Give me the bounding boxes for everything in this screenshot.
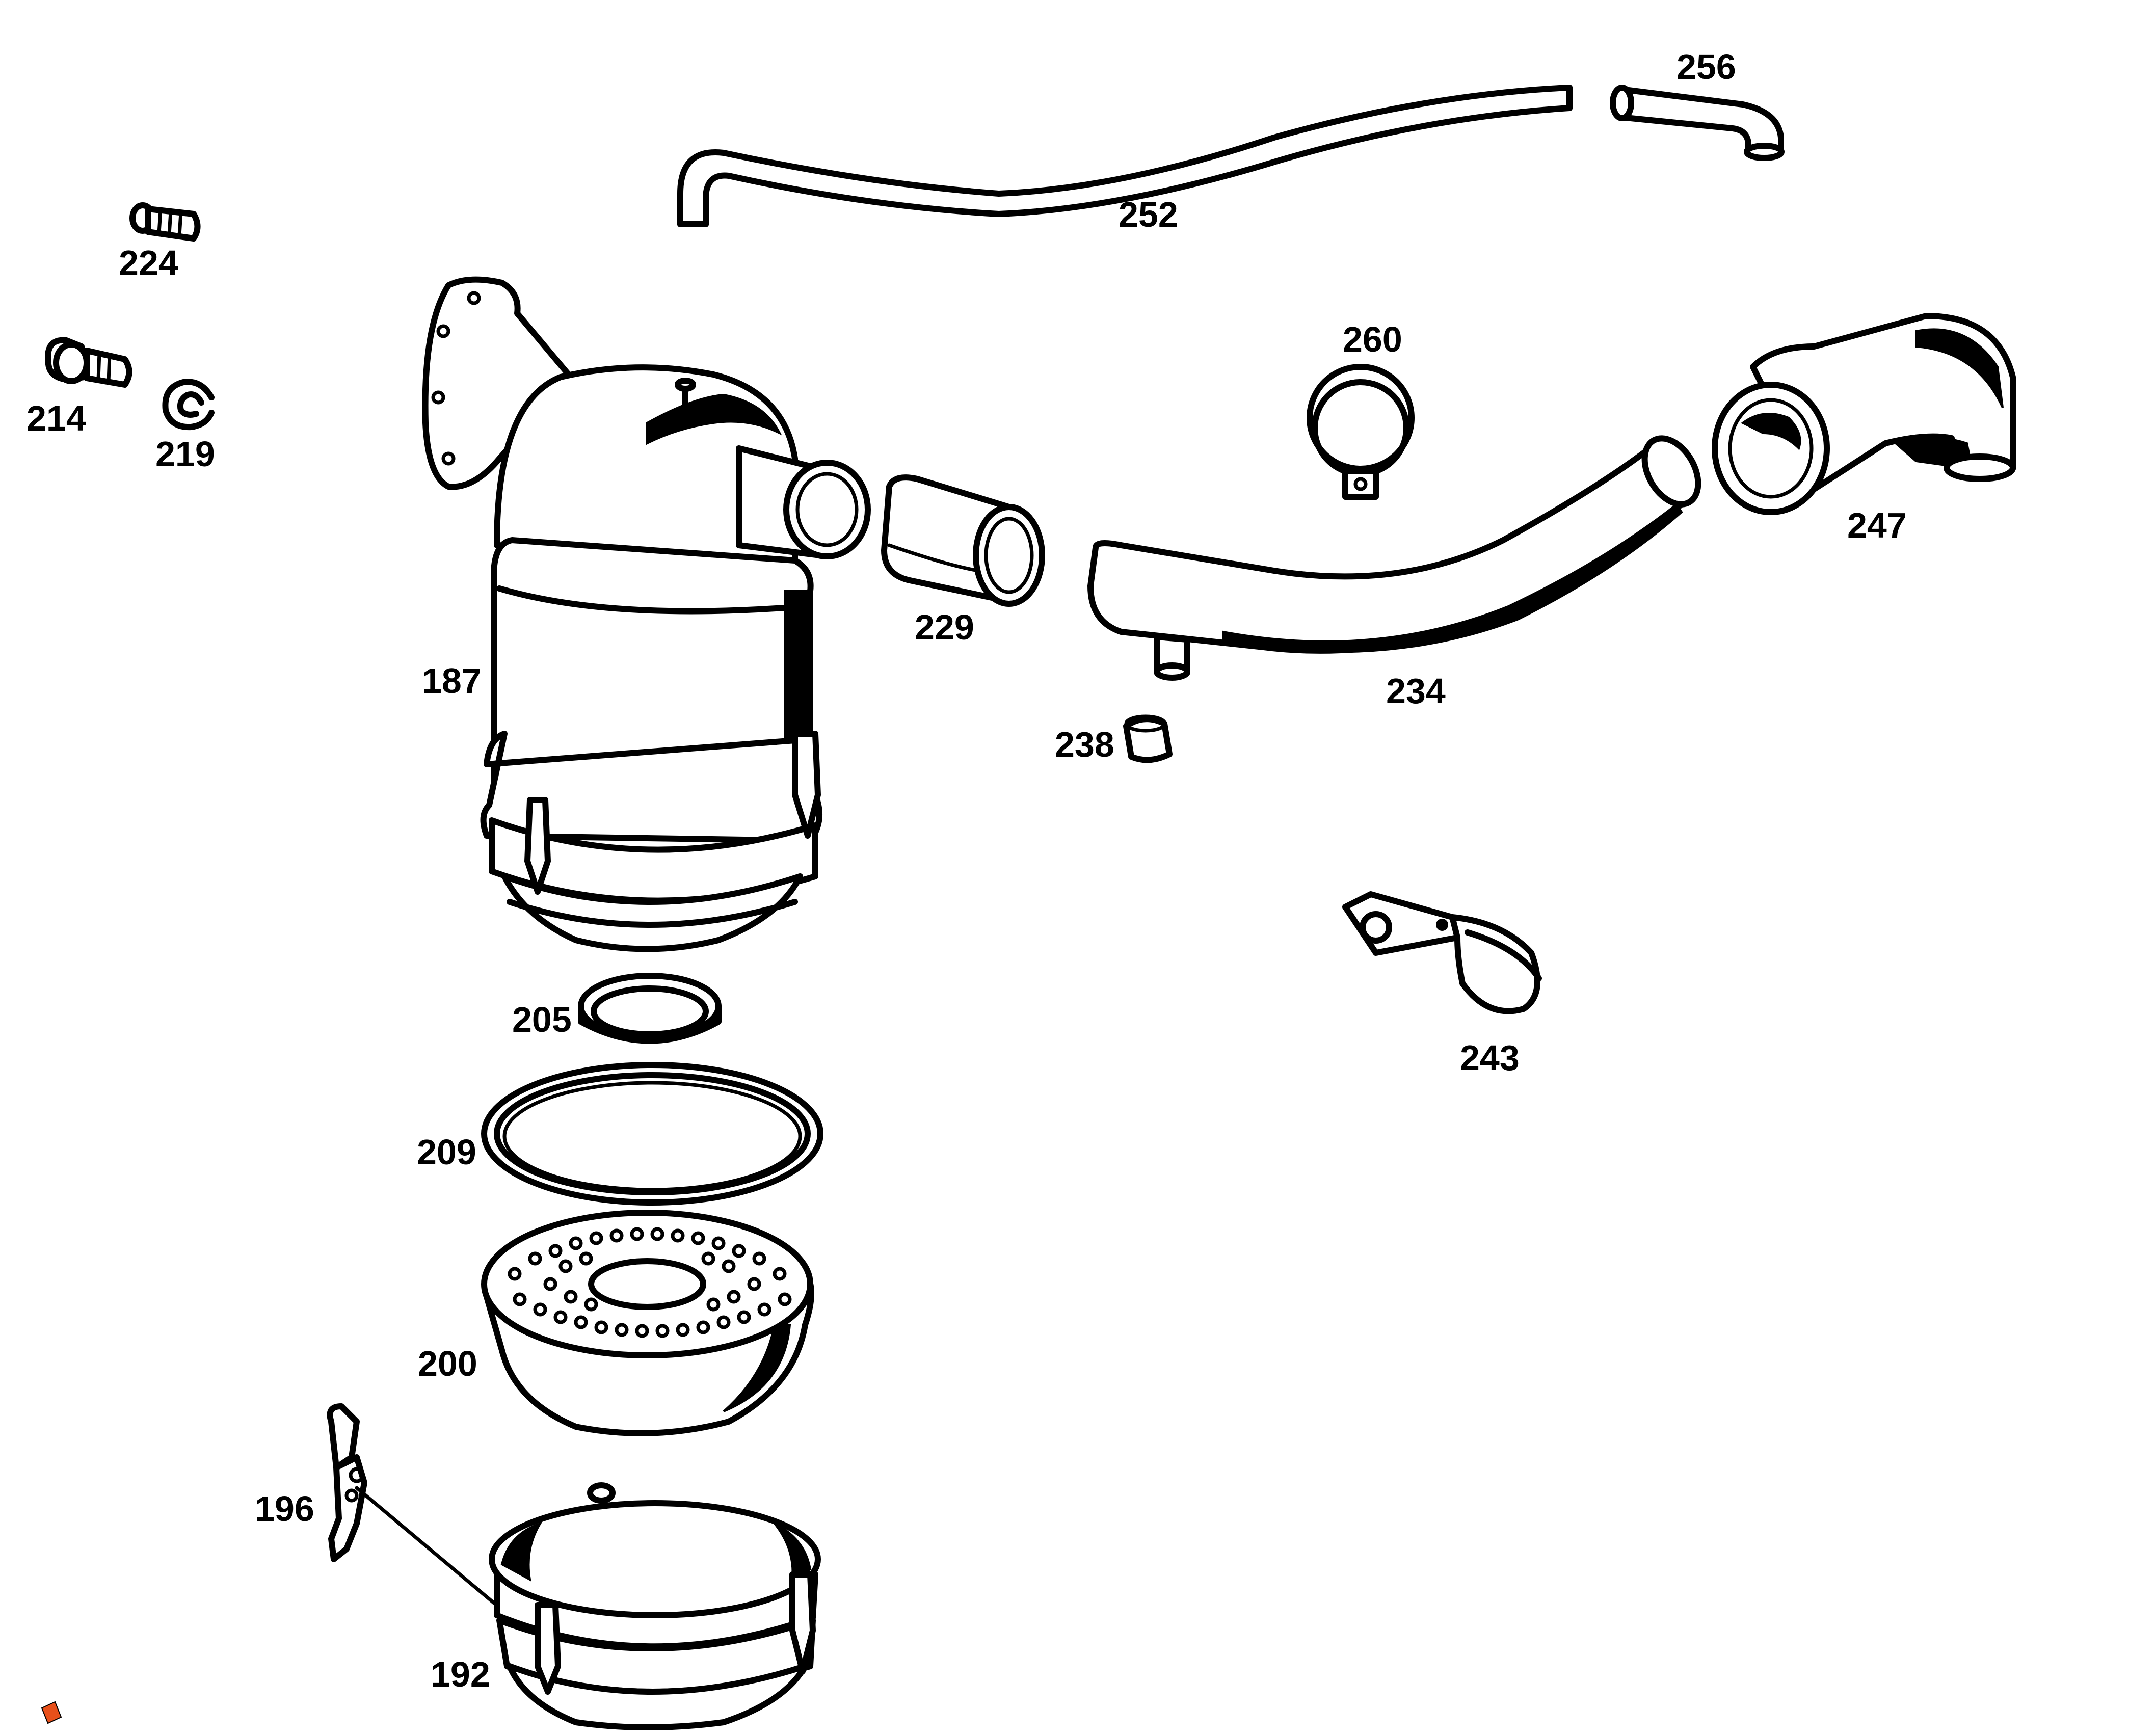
bolt-small <box>129 202 201 242</box>
bolt-large <box>45 337 132 388</box>
filter-perforation <box>508 1227 792 1338</box>
latch-clip <box>327 1403 517 1622</box>
filter-bowl <box>489 1482 821 1730</box>
filter-element <box>481 1210 814 1436</box>
callout-243: 243 <box>1460 1038 1520 1078</box>
callout-224: 224 <box>119 243 178 283</box>
hose-clamp <box>1307 364 1415 500</box>
callout-200: 200 <box>418 1344 477 1383</box>
callout-214: 214 <box>26 398 86 438</box>
callout-260: 260 <box>1343 319 1402 359</box>
lock-washer <box>162 379 215 431</box>
callout-252: 252 <box>1119 195 1178 234</box>
seal-ring-small <box>578 973 722 1044</box>
breather-line <box>677 85 1573 227</box>
elbow-connector <box>1712 313 2016 515</box>
hose-elbow <box>1610 85 1785 161</box>
mounting-bracket <box>1342 891 1542 1014</box>
filter-housing <box>422 276 871 952</box>
corner-badge <box>41 1701 62 1724</box>
callout-205: 205 <box>512 1000 572 1039</box>
callout-238: 238 <box>1055 725 1114 764</box>
cap <box>1123 714 1173 763</box>
callout-229: 229 <box>915 607 974 647</box>
callout-187: 187 <box>422 661 482 701</box>
callout-256: 256 <box>1676 47 1736 87</box>
callout-234: 234 <box>1386 671 1446 711</box>
callout-196: 196 <box>255 1489 314 1529</box>
callout-219: 219 <box>155 434 215 474</box>
callout-209: 209 <box>417 1132 476 1172</box>
callout-247: 247 <box>1847 505 1907 545</box>
gasket-ring-large <box>481 1062 823 1206</box>
intake-pipe <box>1087 435 1701 681</box>
callout-192: 192 <box>431 1654 490 1694</box>
callout-labels: 187 192 196 200 205 209 214 219 224 229 … <box>26 47 1907 1694</box>
sleeve <box>881 474 1045 607</box>
